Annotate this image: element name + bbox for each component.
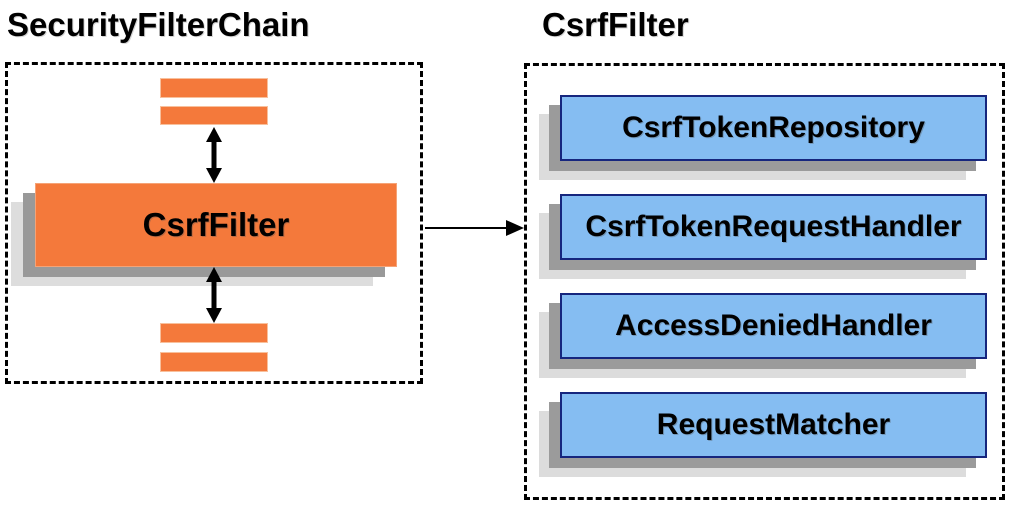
component-label: AccessDeniedHandler xyxy=(615,309,932,342)
component-label: CsrfTokenRepository xyxy=(622,111,925,144)
filter-placeholder-bar xyxy=(160,352,268,372)
component-box-csrf-token-repository: CsrfTokenRepository xyxy=(560,95,987,161)
flow-arrow-right-icon xyxy=(425,219,524,237)
component-box-request-matcher: RequestMatcher xyxy=(560,392,987,458)
filter-placeholder-bar xyxy=(160,323,268,343)
component-label: RequestMatcher xyxy=(656,408,891,441)
component-label: CsrfTokenRequestHandler xyxy=(585,210,962,243)
bidirectional-arrow-icon xyxy=(201,127,227,183)
security-filter-chain-title: SecurityFilterChain xyxy=(7,6,310,43)
security-filter-chain-container xyxy=(5,62,423,384)
filter-placeholder-bar xyxy=(160,106,268,125)
csrf-filter-box-label: CsrfFilter xyxy=(142,206,290,243)
csrf-filter-components-container xyxy=(524,63,1005,500)
csrf-filter-panel-title: CsrfFilter xyxy=(542,6,689,43)
component-box-csrf-token-request-handler: CsrfTokenRequestHandler xyxy=(560,194,987,260)
bidirectional-arrow-icon xyxy=(201,267,227,323)
csrf-filter-box: CsrfFilter xyxy=(35,183,397,267)
component-box-access-denied-handler: AccessDeniedHandler xyxy=(560,293,987,359)
filter-placeholder-bar xyxy=(160,78,268,98)
